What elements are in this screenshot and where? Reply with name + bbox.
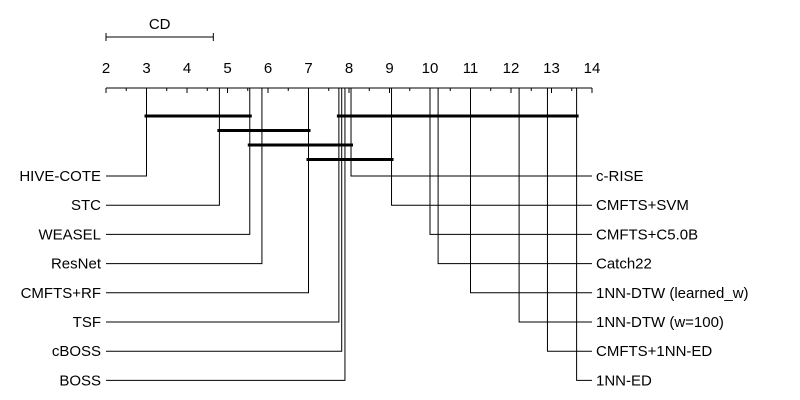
axis-tick-label: 7: [304, 60, 312, 77]
axis-tick-label: 10: [422, 60, 439, 77]
axis-tick-label: 12: [503, 60, 520, 77]
rank-connector-weasel: [106, 88, 251, 235]
rank-connector-resnet: [106, 88, 263, 265]
method-label-1nn-dtw-learned-w: 1NN-DTW (learned_w): [596, 285, 749, 302]
axis-tick-label: 3: [142, 60, 150, 77]
axis-tick-label: 14: [584, 60, 601, 77]
cd-label: CD: [149, 16, 171, 33]
method-label-hive-cote: HIVE-COTE: [19, 168, 101, 185]
right-methods: c-RISE CMFTS+SVM CMFTS+C5.0B Catch22 1NN-DTW…: [350, 88, 749, 389]
rank-connector-tsf: [106, 88, 340, 323]
method-label-resnet: ResNet: [51, 256, 102, 273]
rank-connector-cboss: [106, 88, 343, 352]
method-label-1nn-ed: 1NN-ED: [596, 372, 652, 389]
axis-tick-label: 9: [385, 60, 393, 77]
rank-connector-cmfts-1nn-ed: [546, 88, 592, 352]
axis-tick-label: 2: [102, 60, 110, 77]
clique-bars: [144, 114, 579, 161]
method-label-cmfts-rf: CMFTS+RF: [21, 285, 101, 302]
method-label-cmfts-svm: CMFTS+SVM: [596, 197, 689, 214]
axis-tick-label: 5: [223, 60, 231, 77]
method-label-weasel: WEASEL: [38, 226, 101, 243]
rank-connector-hive-cote: [106, 88, 147, 177]
critical-difference-indicator: CD: [105, 16, 214, 41]
rank-connector-catch22: [437, 88, 592, 265]
method-label-c-rise: c-RISE: [596, 168, 644, 185]
rank-connector-boss: [106, 88, 346, 381]
method-label-1nn-dtw-w-100: 1NN-DTW (w=100): [596, 314, 724, 331]
axis-tick-label: 6: [264, 60, 272, 77]
rank-connector-cmfts-svm: [391, 88, 592, 206]
axis-tick-label: 4: [183, 60, 191, 77]
rank-connector-cmfts-rf: [106, 88, 309, 294]
method-label-tsf: TSF: [73, 314, 101, 331]
axis-tick-label: 8: [345, 60, 353, 77]
method-label-cboss: cBOSS: [52, 343, 101, 360]
axis-tick-label: 11: [463, 60, 479, 77]
method-label-boss: BOSS: [59, 372, 101, 389]
rank-connector-cmfts-c5-0b: [429, 88, 592, 235]
rank-connector-1nn-dtw-w-100: [518, 88, 592, 323]
method-label-cmfts-c5-0b: CMFTS+C5.0B: [596, 226, 698, 243]
rank-connector-c-rise: [350, 88, 592, 177]
rank-connector-1nn-dtw-learned-w: [470, 88, 592, 294]
axis-tick-label: 13: [543, 60, 560, 77]
rank-connector-1nn-ed: [576, 88, 592, 381]
rank-connector-stc: [106, 88, 220, 206]
method-label-catch22: Catch22: [596, 256, 652, 273]
method-label-cmfts-1nn-ed: CMFTS+1NN-ED: [596, 343, 712, 360]
method-label-stc: STC: [71, 197, 101, 214]
